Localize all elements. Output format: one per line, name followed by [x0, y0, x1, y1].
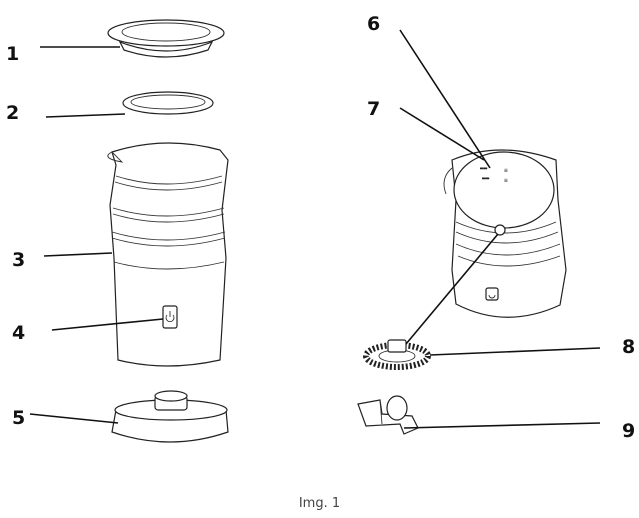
part-power-button [162, 305, 178, 329]
svg-text:▬▬: ▬▬ [482, 175, 490, 182]
figure-caption: Img. 1 [298, 496, 341, 511]
part-whisk-coil [363, 339, 431, 370]
part-base [111, 390, 229, 443]
svg-text:▬▬: ▬▬ [480, 165, 488, 172]
callout-3: 3 [12, 249, 25, 271]
leader-line-3 [43, 252, 113, 257]
callout-5: 5 [12, 407, 25, 429]
part-jug-interior-view: ▬▬ ≡ ▬▬ ≡ [443, 149, 567, 318]
leader-line-6 [399, 29, 491, 169]
leader-line-8 [429, 347, 601, 356]
callout-6: 6 [367, 13, 380, 35]
callout-9: 9 [622, 420, 635, 442]
callout-7: 7 [367, 98, 380, 120]
leader-line-4 [51, 318, 164, 331]
callout-2: 2 [6, 102, 19, 124]
leader-line-7 [399, 107, 485, 161]
part-seal-ring [122, 91, 214, 115]
callout-4: 4 [12, 322, 25, 344]
part-jug [107, 142, 229, 367]
svg-text:≡: ≡ [504, 167, 508, 174]
leader-line-9 [403, 422, 601, 429]
callout-1: 1 [6, 43, 19, 65]
callout-8: 8 [622, 336, 635, 358]
leader-line-5 [29, 413, 119, 424]
leader-line-2 [45, 113, 126, 118]
leader-line-7b [405, 233, 499, 345]
part-lid [107, 19, 225, 58]
svg-text:≡: ≡ [504, 177, 508, 184]
